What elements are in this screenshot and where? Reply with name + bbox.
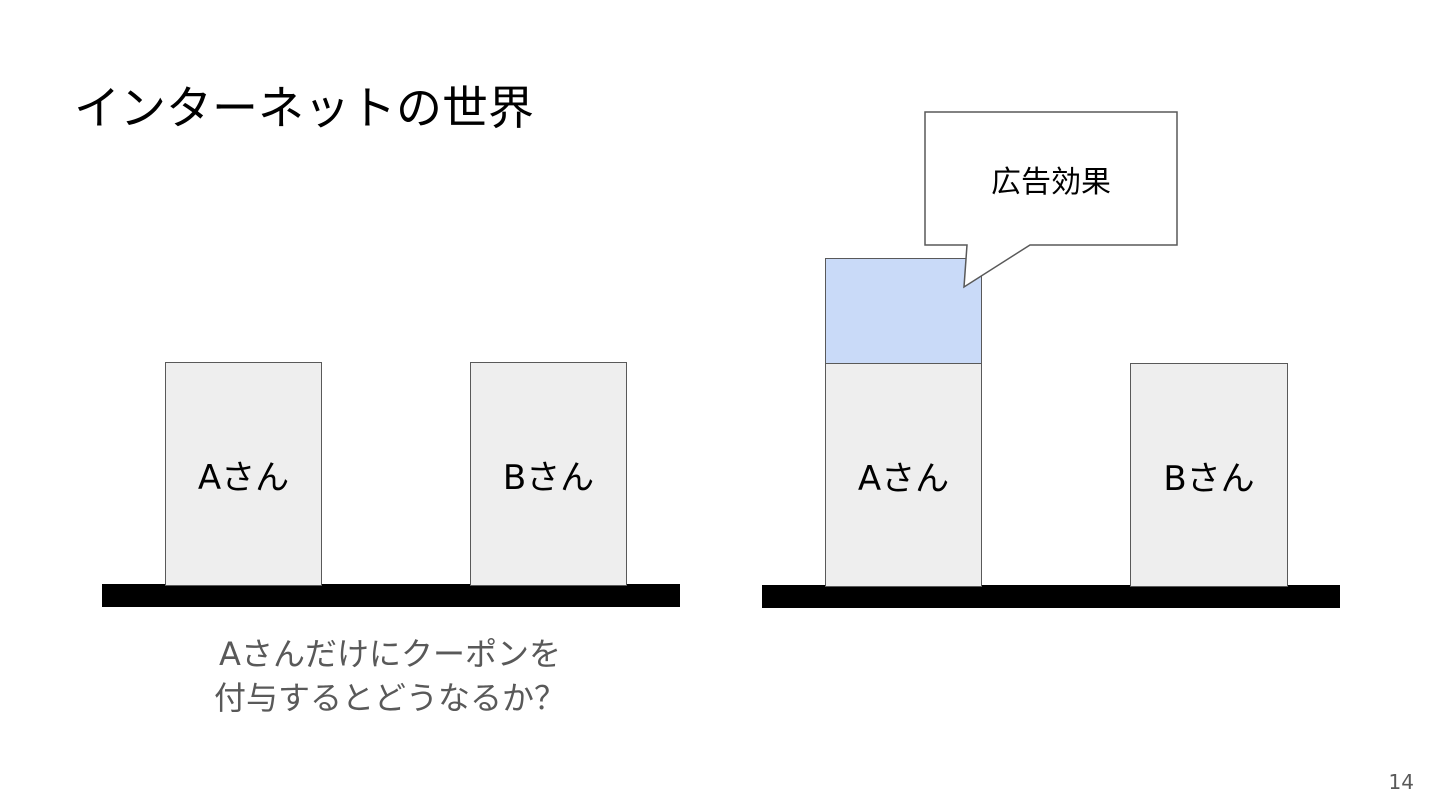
callout-label: 広告効果: [991, 164, 1111, 200]
right-person-a-box: Aさん: [825, 363, 982, 587]
right-person-b-label: Bさん: [1163, 458, 1255, 499]
caption-line-1: Aさんだけにクーポンを: [219, 635, 561, 673]
ad-effect-box: [825, 258, 982, 364]
page-number: 14: [1388, 770, 1414, 794]
right-ground-bar: [762, 585, 1340, 608]
right-person-a-label: Aさん: [857, 458, 950, 499]
left-person-a-box: Aさん: [165, 362, 322, 586]
left-ground-bar: [102, 584, 680, 607]
slide-title: インターネットの世界: [74, 81, 534, 135]
right-person-b-box: Bさん: [1130, 363, 1288, 587]
left-caption: Aさんだけにクーポンを 付与するとどうなるか？: [140, 632, 640, 720]
left-person-b-label: Bさん: [502, 457, 595, 498]
caption-line-2: 付与するとどうなるか？: [213, 679, 566, 717]
left-person-b-box: Bさん: [470, 362, 627, 586]
left-person-a-label: Aさん: [197, 457, 290, 498]
